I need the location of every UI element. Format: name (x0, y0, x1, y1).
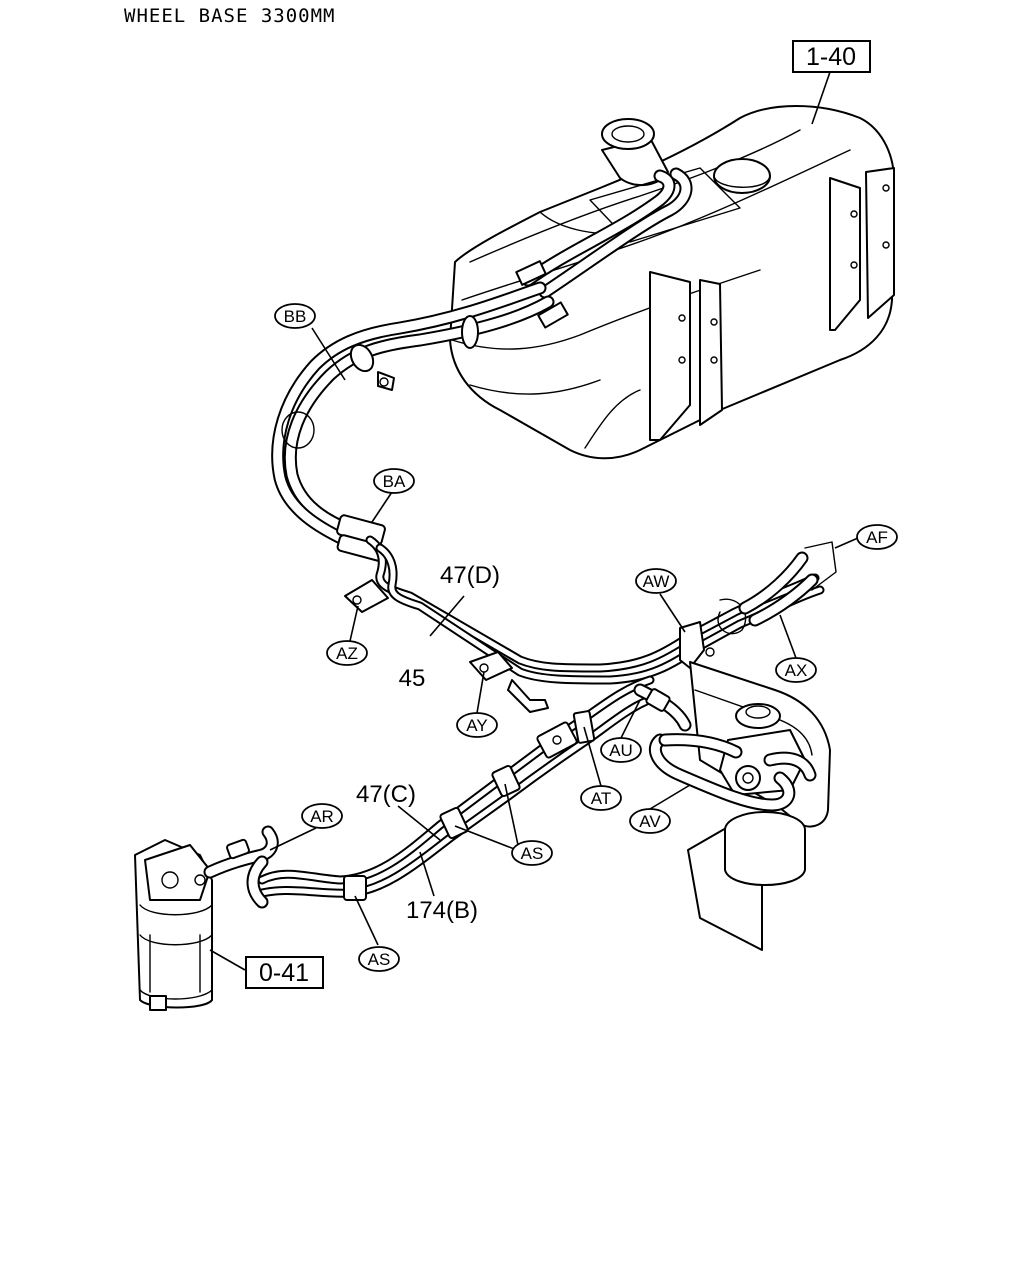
callout-ba-label: BA (383, 472, 406, 491)
callout-as-upper: AS (511, 840, 553, 866)
callout-av-label: AV (639, 812, 661, 831)
return-feed-hoses (271, 281, 555, 547)
part-number-174b: 174(B) (406, 897, 478, 924)
diagram-title: WHEEL BASE 3300MM (124, 5, 335, 27)
callout-ar-label: AR (310, 807, 334, 826)
callout-au: AU (600, 737, 642, 763)
callout-as-lower: AS (358, 946, 400, 972)
part-number-45: 45 (399, 665, 426, 692)
callout-as-lower-label: AS (368, 950, 391, 969)
callout-aw: AW (635, 568, 677, 594)
reference-fuel-tank-label: 1-40 (806, 43, 856, 71)
pipe-ends-af (738, 541, 837, 627)
callout-ba: BA (373, 468, 415, 494)
reference-fuel-filter[interactable]: 0-41 (245, 956, 324, 989)
callout-bb-label: BB (284, 307, 307, 326)
callout-ar: AR (301, 803, 343, 829)
reference-fuel-filter-label: 0-41 (259, 959, 309, 987)
callout-ay-label: AY (466, 716, 487, 735)
callout-ax-label: AX (785, 661, 808, 680)
callout-aw-label: AW (643, 572, 670, 591)
leader-lines (209, 71, 859, 971)
callout-ay: AY (456, 712, 498, 738)
callout-af: AF (856, 524, 898, 550)
fuel-tank (449, 105, 895, 460)
fuel-filter (134, 825, 279, 1011)
callout-af-label: AF (866, 528, 888, 547)
callout-av: AV (629, 808, 671, 834)
callout-au-label: AU (609, 741, 633, 760)
callout-as-upper-label: AS (521, 844, 544, 863)
part-number-47d: 47(D) (440, 562, 500, 589)
part-number-47c: 47(C) (356, 781, 416, 808)
callout-az-label: AZ (336, 644, 358, 663)
fuel-pipes (250, 535, 825, 901)
callout-az: AZ (326, 640, 368, 666)
callout-ax: AX (775, 657, 817, 683)
callout-bb: BB (274, 303, 316, 329)
callout-at: AT (580, 785, 622, 811)
callout-at-label: AT (591, 789, 611, 808)
reference-fuel-tank[interactable]: 1-40 (792, 40, 871, 73)
sedimenter-assembly (633, 647, 831, 951)
